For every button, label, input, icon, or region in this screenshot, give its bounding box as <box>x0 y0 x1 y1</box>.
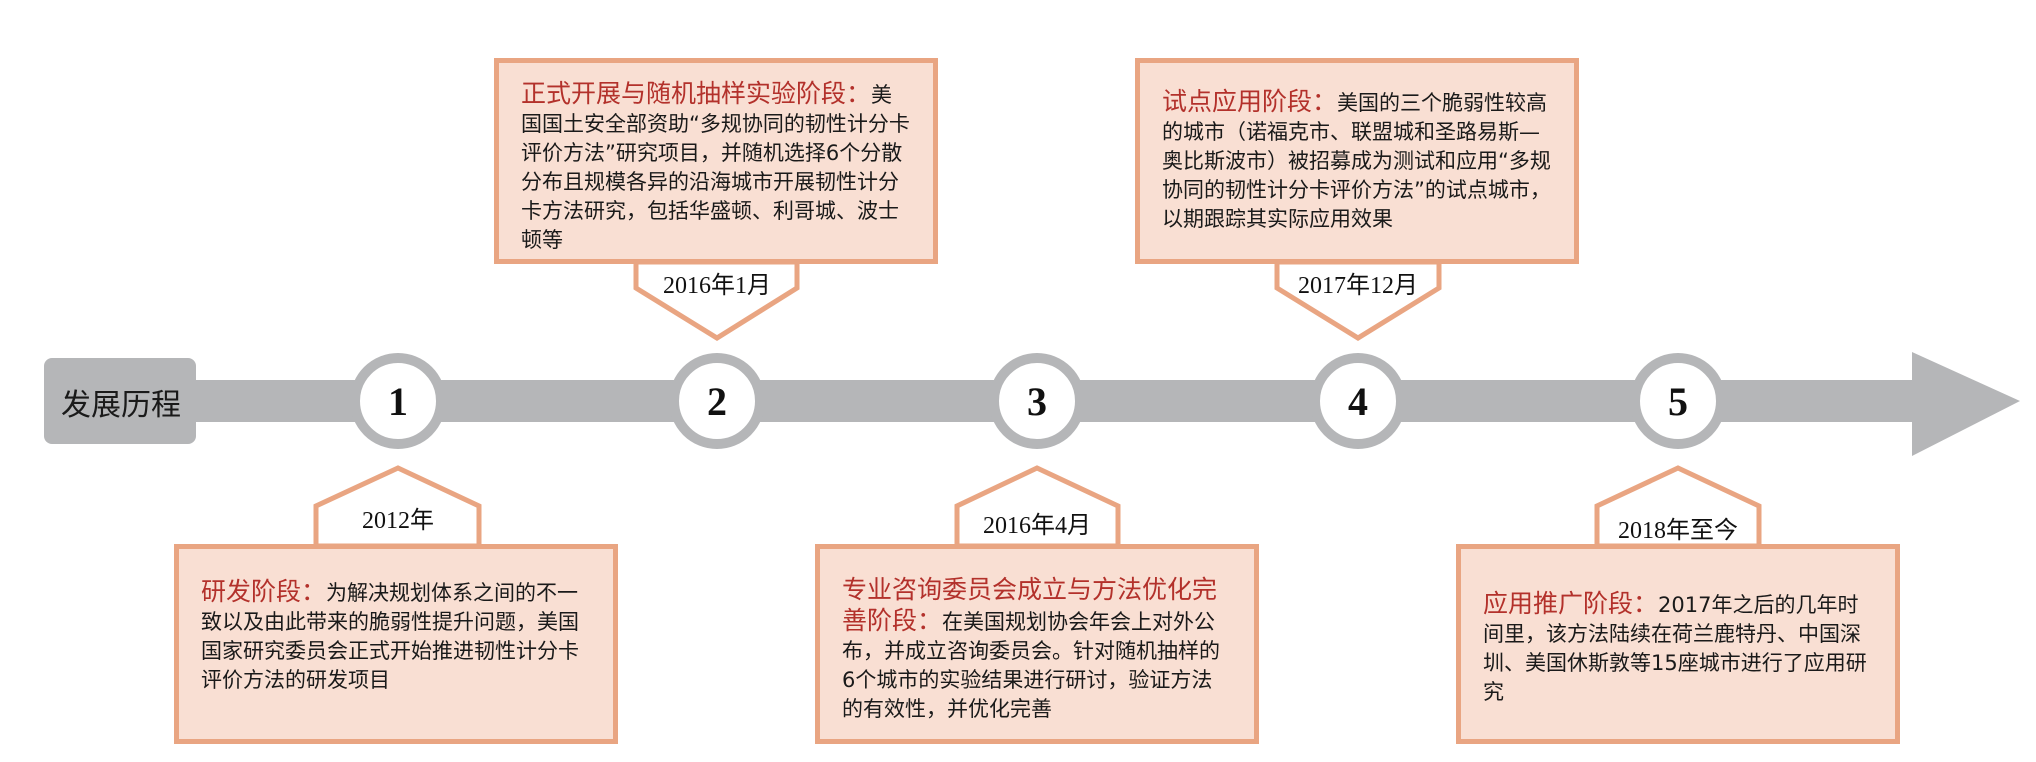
milestone-1: 1 <box>350 353 446 449</box>
milestone-3: 3 <box>989 353 1085 449</box>
milestone-number: 3 <box>1027 379 1047 424</box>
timeline-title: 发展历程 <box>61 388 181 423</box>
stage-body: 在美国规划协会年会上对外公布，并成立咨询委员会。针对随机抽样的6个城市的实验结果… <box>842 610 1220 721</box>
date-tag-5: 2018年至今 <box>1618 518 1738 544</box>
milestone-number: 5 <box>1668 379 1688 424</box>
milestone-number: 4 <box>1348 379 1368 424</box>
stage-heading: 应用推广阶段： <box>1483 589 1659 618</box>
stage-body: 美国的三个脆弱性较高的城市（诺福克市、联盟城和圣路易斯—奥比斯波市）被招募成为测… <box>1162 91 1551 231</box>
stage-box-3: 专业咨询委员会成立与方法优化完善阶段：在美国规划协会年会上对外公布，并成立咨询委… <box>815 544 1259 744</box>
date-tag-1: 2012年 <box>362 508 434 534</box>
date-tag-2: 2016年1月 <box>663 273 771 299</box>
date-tag-3: 2016年4月 <box>983 513 1091 539</box>
timeline-arrowhead <box>1912 352 2020 456</box>
stage-heading: 专业咨询委员会成立与方法优化完善阶段： <box>842 575 1218 635</box>
milestone-2: 2 <box>669 353 765 449</box>
date-tag-4: 2017年12月 <box>1298 273 1418 299</box>
milestone-number: 1 <box>388 379 408 424</box>
stage-box-1: 研发阶段：为解决规划体系之间的不一致以及由此带来的脆弱性提升问题，美国国家研究委… <box>174 544 618 744</box>
stage-box-2: 正式开展与随机抽样实验阶段：美国国土安全部资助“多规协同的韧性计分卡评价方法”研… <box>494 58 938 264</box>
title-pill <box>44 358 196 444</box>
stage-heading: 试点应用阶段： <box>1162 87 1338 116</box>
stage-body: 美国国土安全部资助“多规协同的韧性计分卡评价方法”研究项目，并随机选择6个分散分… <box>521 83 910 252</box>
stage-body: 2017年之后的几年时间里，该方法陆续在荷兰鹿特丹、中国深圳、美国休斯敦等15座… <box>1483 593 1867 704</box>
milestone-number: 2 <box>707 379 727 424</box>
milestone-5: 5 <box>1630 353 1726 449</box>
stage-box-4: 试点应用阶段：美国的三个脆弱性较高的城市（诺福克市、联盟城和圣路易斯—奥比斯波市… <box>1135 58 1579 264</box>
stage-heading: 正式开展与随机抽样实验阶段： <box>521 79 872 108</box>
milestone-4: 4 <box>1310 353 1406 449</box>
stage-box-5: 应用推广阶段：2017年之后的几年时间里，该方法陆续在荷兰鹿特丹、中国深圳、美国… <box>1456 544 1900 744</box>
stage-heading: 研发阶段： <box>201 577 327 606</box>
stage-body: 为解决规划体系之间的不一致以及由此带来的脆弱性提升问题，美国国家研究委员会正式开… <box>201 581 579 692</box>
